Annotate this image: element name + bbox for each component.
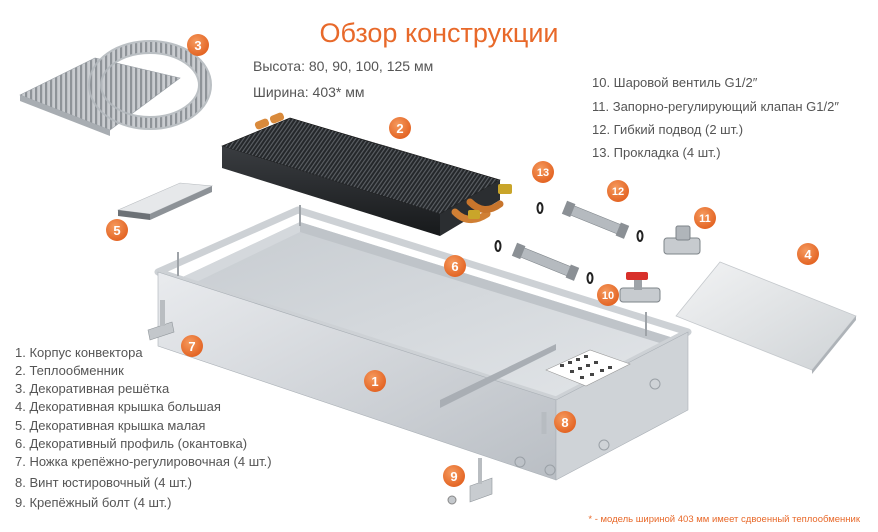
ball-valve — [619, 272, 661, 303]
svg-text:13: 13 — [537, 167, 549, 179]
part-label-9: 9. Крепёжный болт (4 шт.) — [15, 495, 172, 510]
page-title: Обзор конструкции — [319, 18, 559, 48]
badge-5: 5 — [106, 219, 128, 241]
flexible-hoses — [511, 200, 630, 281]
part-label-4: 4. Декоративная крышка большая — [15, 399, 221, 414]
spec-height: Высота: 80, 90, 100, 125 мм — [253, 58, 434, 74]
mounting-bolt — [447, 458, 493, 505]
svg-text:7: 7 — [188, 339, 195, 354]
badge-6: 6 — [444, 255, 466, 277]
part-label-12: 12. Гибкий подвод (2 шт.) — [592, 122, 744, 137]
svg-text:6: 6 — [451, 259, 458, 274]
badge-9: 9 — [443, 465, 465, 487]
svg-text:5: 5 — [113, 223, 120, 238]
badge-1: 1 — [364, 370, 386, 392]
svg-text:2: 2 — [396, 121, 403, 136]
regulating-valve — [663, 225, 701, 255]
svg-text:9: 9 — [450, 469, 457, 484]
part-label-7: 7. Ножка крепёжно-регулировочная (4 шт.) — [15, 454, 272, 469]
badge-4: 4 — [797, 243, 819, 265]
svg-text:1: 1 — [371, 374, 378, 389]
part-label-3: 3. Декоративная решётка — [15, 381, 170, 396]
part-label-5: 5. Декоративная крышка малая — [15, 418, 206, 433]
heat-exchanger — [221, 112, 512, 236]
part-label-2: 2. Теплообменник — [15, 363, 124, 378]
spec-width: Ширина: 403* мм — [253, 84, 365, 100]
badge-7: 7 — [181, 335, 203, 357]
part-label-1: 1. Корпус конвектора — [15, 345, 143, 360]
part-label-8: 8. Винт юстировочный (4 шт.) — [15, 475, 192, 490]
svg-text:10: 10 — [602, 290, 614, 302]
badge-3: 3 — [187, 34, 209, 56]
svg-text:8: 8 — [561, 415, 568, 430]
badge-13: 13 — [532, 161, 554, 183]
part-label-13: 13. Прокладка (4 шт.) — [592, 145, 721, 160]
svg-text:3: 3 — [194, 38, 201, 53]
gaskets — [494, 202, 644, 284]
part-label-11: 11. Запорно-регулирующий клапан G1/2″ — [592, 99, 839, 114]
footnote: * - модель шириной 403 мм имеет сдвоенны… — [588, 514, 860, 525]
svg-text:4: 4 — [804, 247, 812, 262]
large-cover — [675, 261, 857, 374]
svg-text:12: 12 — [612, 186, 624, 198]
mounting-foot — [147, 300, 175, 341]
small-cover — [116, 182, 214, 220]
badge-12: 12 — [607, 180, 629, 202]
svg-text:11: 11 — [699, 213, 711, 225]
badge-10: 10 — [597, 284, 619, 306]
decorative-grille — [19, 40, 212, 136]
part-label-6: 6. Декоративный профиль (окантовка) — [15, 436, 248, 451]
part-label-10: 10. Шаровой вентиль G1/2″ — [592, 75, 758, 90]
badge-8: 8 — [554, 411, 576, 433]
badge-11: 11 — [694, 207, 716, 229]
convector-housing — [154, 205, 692, 481]
badge-2: 2 — [389, 117, 411, 139]
